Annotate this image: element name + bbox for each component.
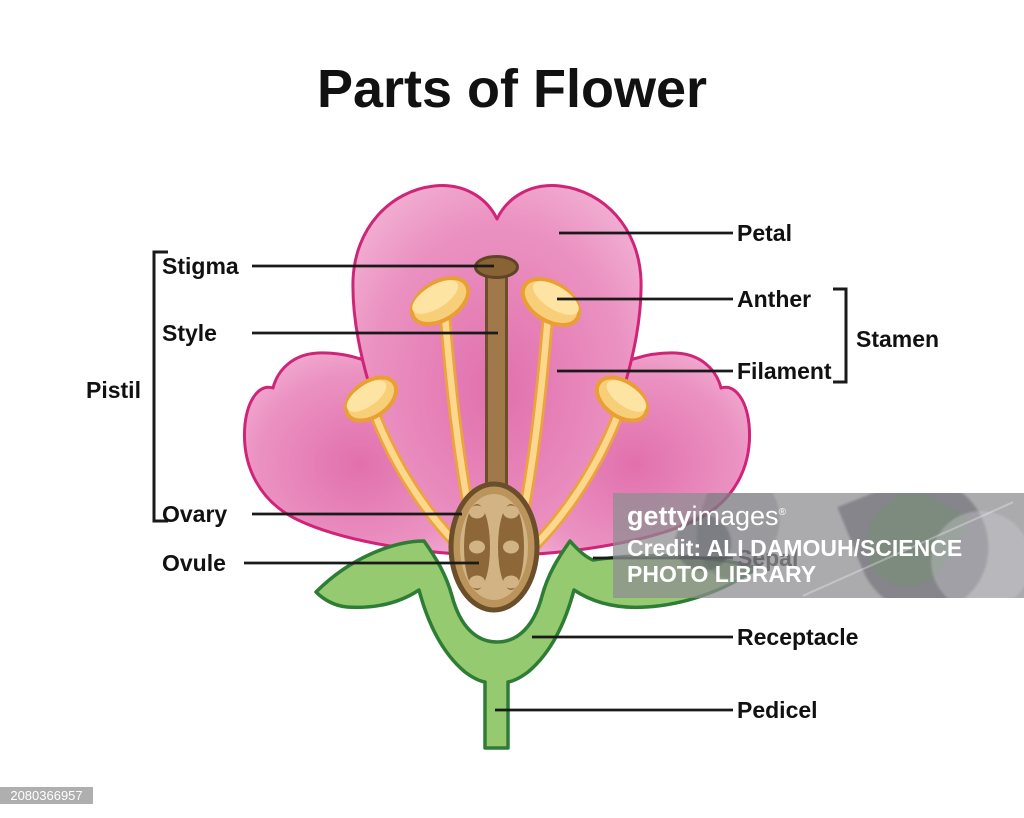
label-pistil: Pistil [86, 377, 141, 403]
page-title: Parts of Flower [316, 59, 708, 119]
label-receptacle: Receptacle [737, 624, 859, 650]
label-petal: Petal [737, 220, 792, 246]
label-stamen: Stamen [856, 326, 940, 352]
registered-mark-icon: ® [778, 507, 786, 518]
getty-logo-bold: getty [627, 501, 692, 531]
label-ovary: Ovary [162, 501, 228, 527]
label-ovule: Ovule [162, 550, 226, 576]
watermark-circle-icon [675, 515, 731, 571]
label-anther: Anther [737, 286, 812, 312]
watermark-circle-icon [931, 511, 1024, 598]
pistil-bracket [152, 250, 168, 523]
label-stigma: Stigma [162, 253, 239, 279]
ovules [469, 505, 519, 589]
getty-logo: gettyimages® [627, 501, 786, 532]
image-id-badge: 2080366957 [0, 787, 93, 804]
stamen-bracket [833, 287, 848, 384]
credit-text: Credit: ALI DAMOUH/SCIENCE PHOTO LIBRARY [627, 535, 963, 587]
getty-watermark: gettyimages® Credit: ALI DAMOUH/SCIENCE … [613, 493, 1024, 598]
stamen-anthers [343, 275, 650, 423]
pistil-ovary [448, 481, 540, 613]
label-filament: Filament [737, 358, 832, 384]
label-pedicel: Pedicel [737, 697, 818, 723]
label-style: Style [162, 320, 217, 346]
brackets [152, 250, 848, 523]
getty-logo-regular: images [691, 501, 779, 531]
